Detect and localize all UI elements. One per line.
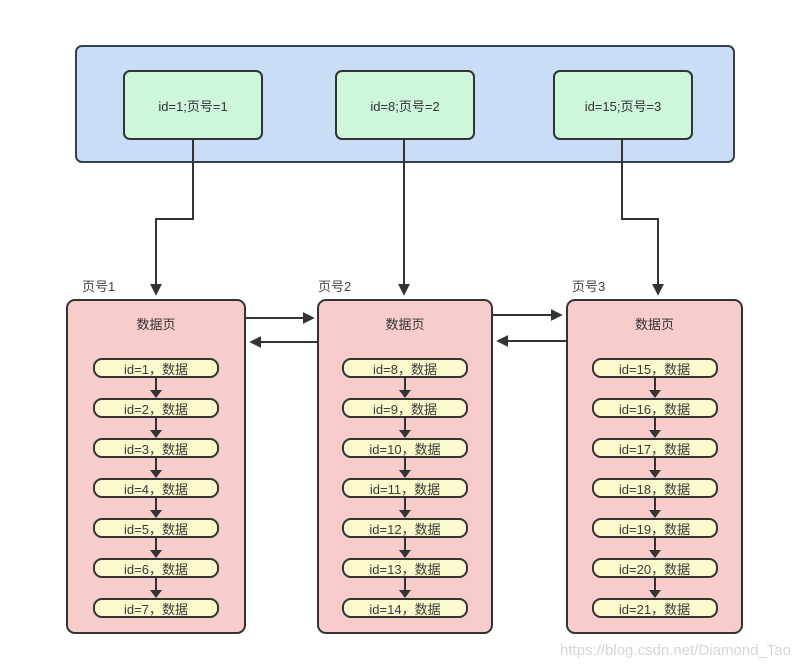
record-link-arrow-icon: [648, 538, 662, 558]
index-key-label-2: id=8;页号=2: [370, 98, 440, 114]
record-link-arrow-icon: [149, 578, 163, 598]
record-list: id=8，数据 id=9，数据 id=10，数据 id=11，数据 id=12，数据 id…: [319, 358, 491, 618]
record-item: id=1，数据: [93, 358, 219, 378]
record-link-arrow-icon: [398, 578, 412, 598]
record-item: id=3，数据: [93, 438, 219, 458]
record-link-arrow-icon: [648, 578, 662, 598]
page-label-1: 页号1: [82, 279, 116, 294]
record-link-arrow-icon: [648, 378, 662, 398]
data-page-title: 数据页: [385, 317, 425, 332]
record-item: id=15，数据: [591, 358, 718, 378]
record-link-arrow-icon: [648, 458, 662, 478]
index-key-box-1: id=1;页号=1: [123, 70, 263, 140]
record-link-arrow-icon: [398, 418, 412, 438]
index-key-box-3: id=15;页号=3: [553, 70, 693, 140]
record-link-arrow-icon: [149, 418, 163, 438]
record-link-arrow-icon: [149, 458, 163, 478]
record-link-arrow-icon: [398, 378, 412, 398]
record-item: id=18，数据: [591, 478, 718, 498]
record-item: id=13，数据: [342, 558, 468, 578]
record-item: id=14，数据: [342, 598, 468, 618]
record-list: id=1，数据 id=2，数据 id=3，数据 id=4，数据 id=5，数据 id=6，…: [68, 358, 244, 618]
data-page-title: 数据页: [634, 317, 674, 332]
record-list: id=15，数据 id=16，数据 id=17，数据 id=18，数据 id=19，数据…: [568, 358, 741, 618]
record-link-arrow-icon: [648, 498, 662, 518]
record-item: id=9，数据: [342, 398, 468, 418]
record-link-arrow-icon: [149, 498, 163, 518]
record-item: id=4，数据: [93, 478, 219, 498]
key3-to-page3-arrow: [621, 140, 664, 296]
record-item: id=7，数据: [93, 598, 219, 618]
record-link-arrow-icon: [648, 418, 662, 438]
index-key-label-3: id=15;页号=3: [584, 98, 662, 114]
record-link-arrow-icon: [398, 458, 412, 478]
key1-to-page1-arrow: [150, 140, 194, 296]
watermark: https://blog.csdn.net/Diamond_Tao: [560, 642, 791, 659]
page-label-2: 页号2: [318, 279, 352, 294]
record-item: id=19，数据: [591, 518, 718, 538]
index-key-label-1: id=1;页号=1: [158, 98, 228, 114]
record-link-arrow-icon: [398, 498, 412, 518]
record-item: id=10，数据: [342, 438, 468, 458]
record-item: id=20，数据: [591, 558, 718, 578]
record-item: id=2，数据: [93, 398, 219, 418]
record-item: id=16，数据: [591, 398, 718, 418]
page-label-3: 页号3: [572, 279, 606, 294]
record-link-arrow-icon: [149, 538, 163, 558]
record-item: id=8，数据: [342, 358, 468, 378]
index-key-box-2: id=8;页号=2: [335, 70, 475, 140]
record-item: id=17，数据: [591, 438, 718, 458]
data-page-title: 数据页: [136, 317, 176, 332]
record-item: id=11，数据: [342, 478, 468, 498]
record-link-arrow-icon: [149, 378, 163, 398]
record-item: id=5，数据: [93, 518, 219, 538]
record-link-arrow-icon: [398, 538, 412, 558]
data-page-2: 数据页 id=8，数据 id=9，数据 id=10，数据 id=11，数据 id=12，…: [317, 299, 493, 634]
record-item: id=6，数据: [93, 558, 219, 578]
record-item: id=21，数据: [591, 598, 718, 618]
record-item: id=12，数据: [342, 518, 468, 538]
